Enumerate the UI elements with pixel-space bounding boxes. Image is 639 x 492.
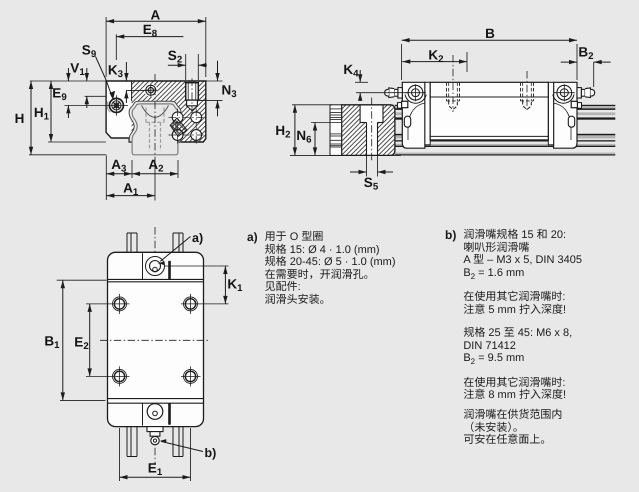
svg-text:A: A	[151, 7, 161, 22]
svg-text:H: H	[15, 111, 25, 126]
svg-text:a): a)	[192, 231, 203, 245]
svg-text:B: B	[485, 26, 495, 41]
svg-text:b): b)	[205, 446, 217, 460]
